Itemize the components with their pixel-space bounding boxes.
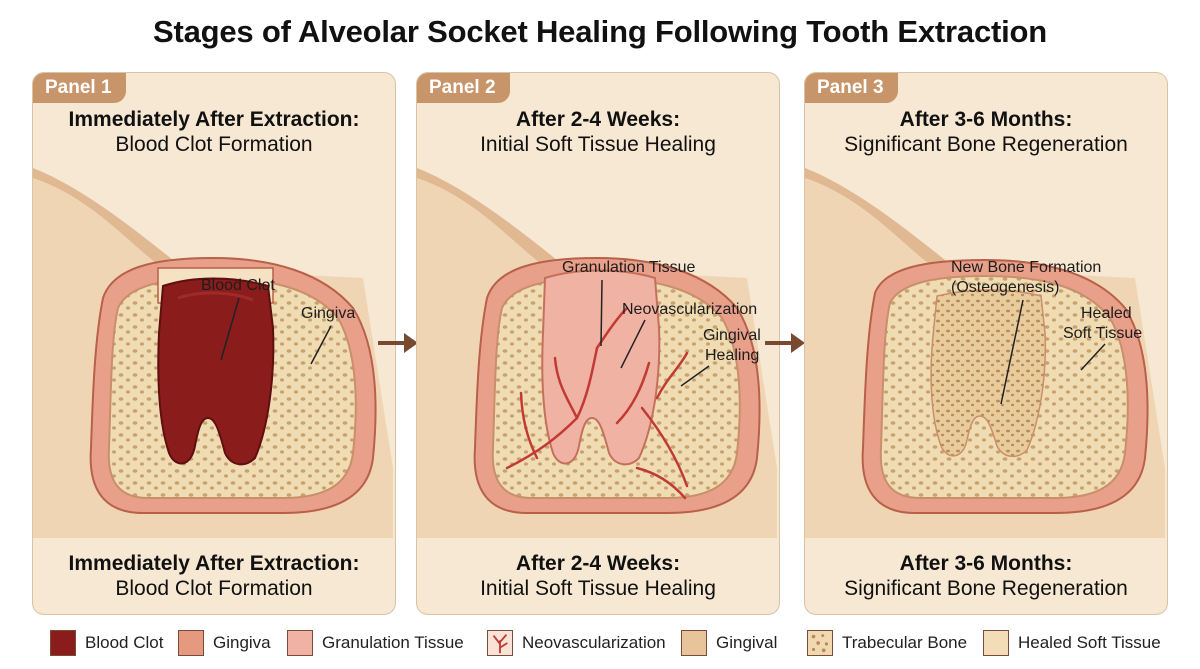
panel-3: Panel 3 After 3-6 Months: Significant Bo… [804, 72, 1168, 615]
panel-1-footer-subtitle: Blood Clot Formation [115, 577, 313, 600]
panel-2: Panel 2 After 2-4 Weeks: Initial Soft Ti… [416, 72, 780, 615]
label-soft-tissue: Soft Tissue [1063, 325, 1142, 342]
panel-1-illustration: Blood Clot Gingiva [33, 168, 393, 538]
panel-2-heading-subtitle: Initial Soft Tissue Healing [480, 133, 716, 156]
label-gingival: Gingival [703, 327, 761, 344]
granulation-tissue-shape [541, 269, 661, 466]
panel-3-footer-subtitle: Significant Bone Regeneration [844, 577, 1128, 600]
label-new-bone-formation: New Bone Formation [951, 259, 1101, 276]
diagram-title: Stages of Alveolar Socket Healing Follow… [152, 14, 1047, 49]
panel-2-illustration: Granulation Tissue Neovascularization Gi… [417, 168, 777, 538]
panel-3-heading: After 3-6 Months: Significant Bone Regen… [805, 107, 1167, 157]
jaw-shadow [805, 168, 955, 268]
leader-blood-clot [220, 297, 240, 361]
blood-clot-shape [157, 277, 275, 466]
panel-3-illustration: New Bone Formation (Osteogenesis) Healed… [805, 168, 1165, 538]
label-healing: Healing [705, 347, 759, 364]
neovascularization-vessels [505, 306, 689, 500]
legend-label: Gingival [716, 633, 778, 652]
legend-label: Neovascularization [522, 633, 666, 652]
panel-2-heading-title: After 2-4 Weeks: [515, 108, 681, 131]
panel-1-footer: Immediately After Extraction: Blood Clot… [33, 551, 395, 601]
leader-granulation-tissue [600, 279, 603, 347]
panel-1-heading: Immediately After Extraction: Blood Clot… [33, 107, 395, 157]
panel-3-heading-title: After 3-6 Months: [899, 108, 1073, 131]
panel-2-heading: After 2-4 Weeks: Initial Soft Tissue Hea… [417, 107, 779, 157]
legend-item-gingival: Gingival [681, 628, 777, 658]
panel-2-footer-title: After 2-4 Weeks: [515, 552, 681, 575]
panel-2-footer-subtitle: Initial Soft Tissue Healing [480, 577, 716, 600]
jaw-shadow [417, 168, 567, 268]
leader-healed-soft-tissue [1080, 343, 1106, 371]
panel-3-footer: After 3-6 Months: Significant Bone Regen… [805, 551, 1167, 601]
leader-gingiva [310, 325, 332, 365]
leader-new-bone [1000, 299, 1024, 405]
legend-label: Blood Clot [85, 633, 164, 652]
panel-3-tab: Panel 3 [805, 73, 898, 103]
leader-gingival-healing [680, 365, 710, 387]
legend-label: Granulation Tissue [322, 633, 464, 652]
legend-label: Trabecular Bone [842, 633, 968, 652]
trabecular-bone-swatch-icon [807, 630, 833, 656]
label-gingiva: Gingiva [301, 305, 355, 322]
panel-1-heading-title: Immediately After Extraction: [68, 108, 360, 131]
label-granulation-tissue: Granulation Tissue [562, 259, 696, 276]
panel-2-footer: After 2-4 Weeks: Initial Soft Tissue Hea… [417, 551, 779, 601]
arrow-right-icon [765, 333, 805, 353]
panel-1-footer-title: Immediately After Extraction: [68, 552, 360, 575]
gingival-swatch-icon [681, 630, 707, 656]
arrow-right-icon [378, 333, 418, 353]
legend-item-trabecular-bone: Trabecular Bone [807, 628, 967, 658]
legend-label: Gingiva [213, 633, 271, 652]
jaw-shadow [33, 168, 183, 268]
panel-2-tab: Panel 2 [417, 73, 510, 103]
panel-1-tab: Panel 1 [33, 73, 126, 103]
panel-1-heading-subtitle: Blood Clot Formation [115, 133, 313, 156]
label-neovascularization: Neovascularization [622, 301, 757, 318]
panel-1: Panel 1 Immediately After Extraction: Bl… [32, 72, 396, 615]
neovascularization-swatch-icon [487, 630, 513, 656]
label-osteogenesis: (Osteogenesis) [951, 279, 1060, 296]
healed-soft-tissue-swatch-icon [983, 630, 1009, 656]
blood-clot-swatch-icon [50, 630, 76, 656]
legend-label: Healed Soft Tissue [1018, 633, 1161, 652]
legend-item-healed-soft-tissue: Healed Soft Tissue [983, 628, 1161, 658]
legend-item-granulation-tissue: Granulation Tissue [287, 628, 464, 658]
panel-3-heading-subtitle: Significant Bone Regeneration [844, 133, 1128, 156]
label-healed: Healed [1081, 305, 1132, 322]
legend: Blood Clot Gingiva Granulation Tissue Ne… [0, 628, 1200, 658]
legend-item-neovascularization: Neovascularization [487, 628, 666, 658]
granulation-tissue-swatch-icon [287, 630, 313, 656]
label-blood-clot: Blood Clot [201, 277, 275, 294]
gingiva-swatch-icon [178, 630, 204, 656]
panel-3-footer-title: After 3-6 Months: [899, 552, 1073, 575]
legend-item-blood-clot: Blood Clot [50, 628, 163, 658]
leader-neovascularization [620, 319, 646, 369]
legend-item-gingiva: Gingiva [178, 628, 271, 658]
